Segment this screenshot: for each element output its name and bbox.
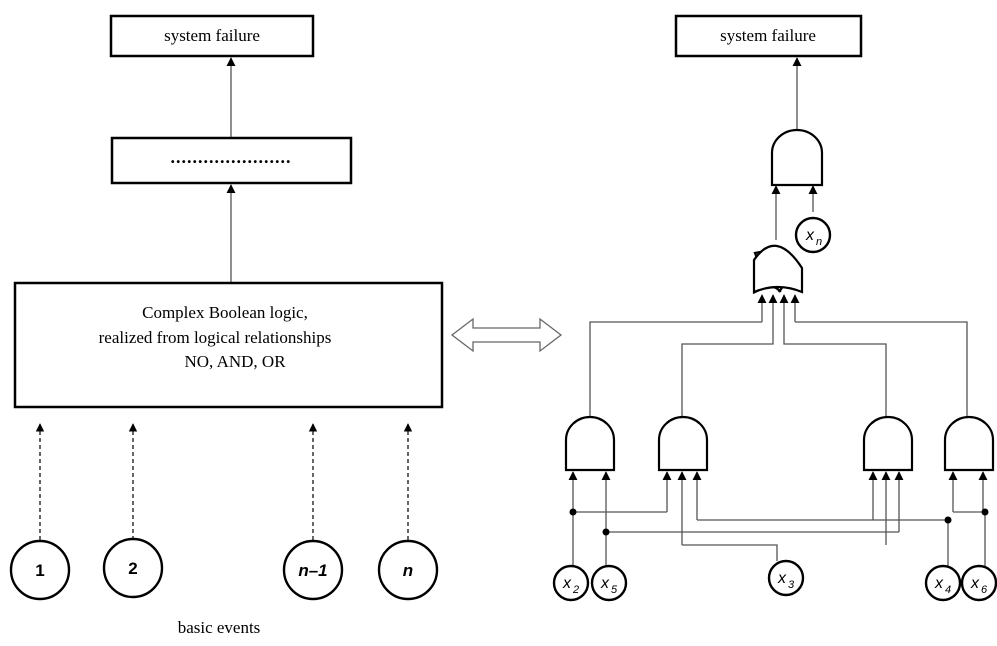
input-x4-circle [924,564,962,602]
event-1-circle [9,539,71,601]
input-x4-sub: 4 [945,584,951,596]
wire-gate1-or [589,321,762,418]
wire-x5-bus [605,531,899,575]
input-x4-label: x [934,575,944,592]
event-2-label: 2 [128,559,137,578]
logic-line-3: NO, AND, OR [184,352,286,371]
input-x3-circle [767,559,805,597]
event-n-label: n [403,561,413,580]
input-x6-circle [960,564,997,602]
left-diagram: system failure ...................... Co… [9,14,444,637]
junction-dot [944,516,952,524]
wire-gate4-or [795,321,968,418]
and-gate-1 [564,415,616,472]
event-1-label: 1 [35,561,44,580]
input-xn-label: x [805,227,815,244]
left-intermediate-box [110,136,353,185]
input-x2-label: x [562,575,572,592]
input-xn-sub: n [816,236,822,248]
input-x3-label: x [777,570,787,587]
logic-line-1: Complex Boolean logic, [142,303,308,322]
right-system-failure-label: system failure [720,26,816,45]
right-diagram: system failure x n [552,14,997,602]
junction-dot [569,508,577,516]
input-x5-circle [590,564,628,602]
and-gate-4 [943,415,995,472]
wire-gate3-or [783,322,887,418]
event-n-1-circle [282,539,344,601]
event-2-circle [102,537,164,599]
input-xn-circle [794,216,832,254]
input-x2-sub: 2 [572,584,579,596]
basic-events-caption: basic events [178,618,261,637]
input-x2-circle [552,564,590,602]
wire-x4-bus [697,519,949,575]
right-system-failure-box [674,14,863,58]
or-gate-shape [752,244,804,294]
junction-dot [981,508,989,516]
left-system-failure-label: system failure [164,26,260,45]
equivalence-arrow [450,317,563,353]
left-intermediate-dots: ...................... [171,147,292,167]
wire-x2-bus [572,511,667,575]
input-x5-sub: 5 [611,584,618,596]
left-system-failure-box [109,14,315,58]
and-gate-3 [862,415,914,472]
junction-dot [602,528,610,536]
input-x3-sub: 3 [788,579,795,591]
left-logic-box [13,281,444,409]
logic-line-2: realized from logical relationships [99,328,332,347]
and-gate-2 [657,415,709,472]
top-and-gate [770,128,824,187]
wire-gate2-or [681,322,774,418]
input-x5-label: x [600,575,610,592]
event-n-1-label: n–1 [298,561,327,580]
input-x6-label: x [970,575,980,592]
wire-x3-bus [682,544,778,561]
input-x6-sub: 6 [981,584,988,596]
event-n-circle [377,539,439,601]
